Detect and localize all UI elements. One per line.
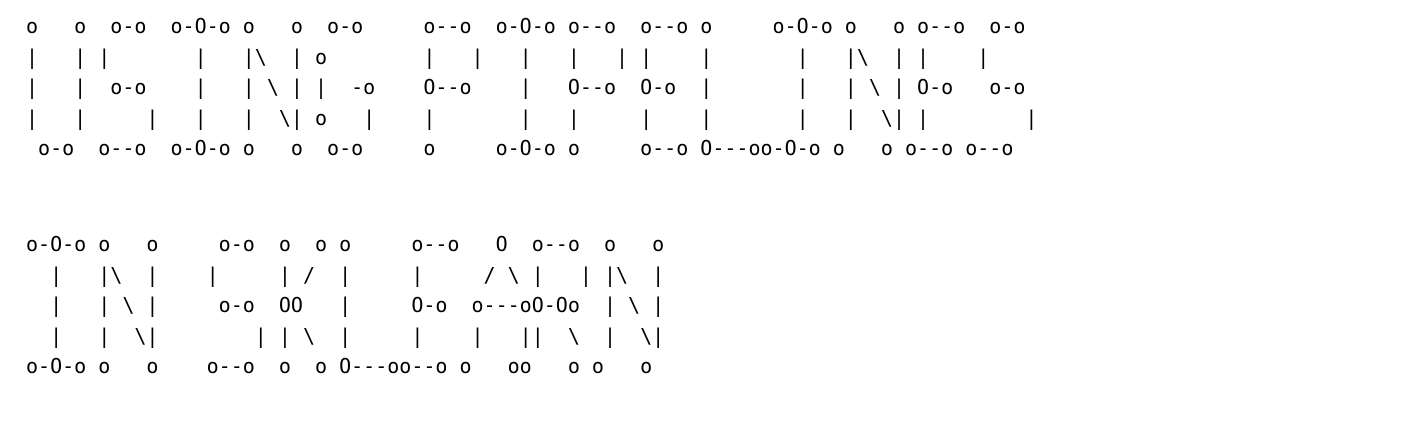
banner-line-in-sklearn: o-O-o o o o-o o o o o--o O o--o o o | |\… [26, 232, 665, 379]
banner-line-using-pipelines: o o o-o o-O-o o o o-o o--o o-O-o o--o o-… [26, 14, 1038, 161]
